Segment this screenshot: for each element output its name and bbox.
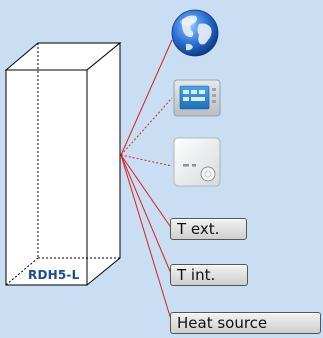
unit-hidden-edge-diagonal [5,257,39,286]
thermostat-icon [173,137,221,187]
sensor-tag-heat-source: Heat source [170,312,321,334]
sensor-tag-t-int: T int. [170,264,248,286]
unit-right-face [86,41,121,287]
connection-lines [120,39,173,324]
link-t-int [120,154,173,277]
link-thermostat [120,154,173,167]
link-heat-source [120,154,173,324]
room-panel-icon [173,79,221,117]
unit-front-face [5,69,88,286]
link-room-panel [120,97,173,156]
globe-icon [171,9,219,57]
unit-label: RDH5-L [28,268,80,282]
sensor-tag-t-ext: T ext. [170,218,247,240]
unit-box [4,41,122,287]
link-globe [120,39,173,156]
link-t-ext [120,154,173,230]
